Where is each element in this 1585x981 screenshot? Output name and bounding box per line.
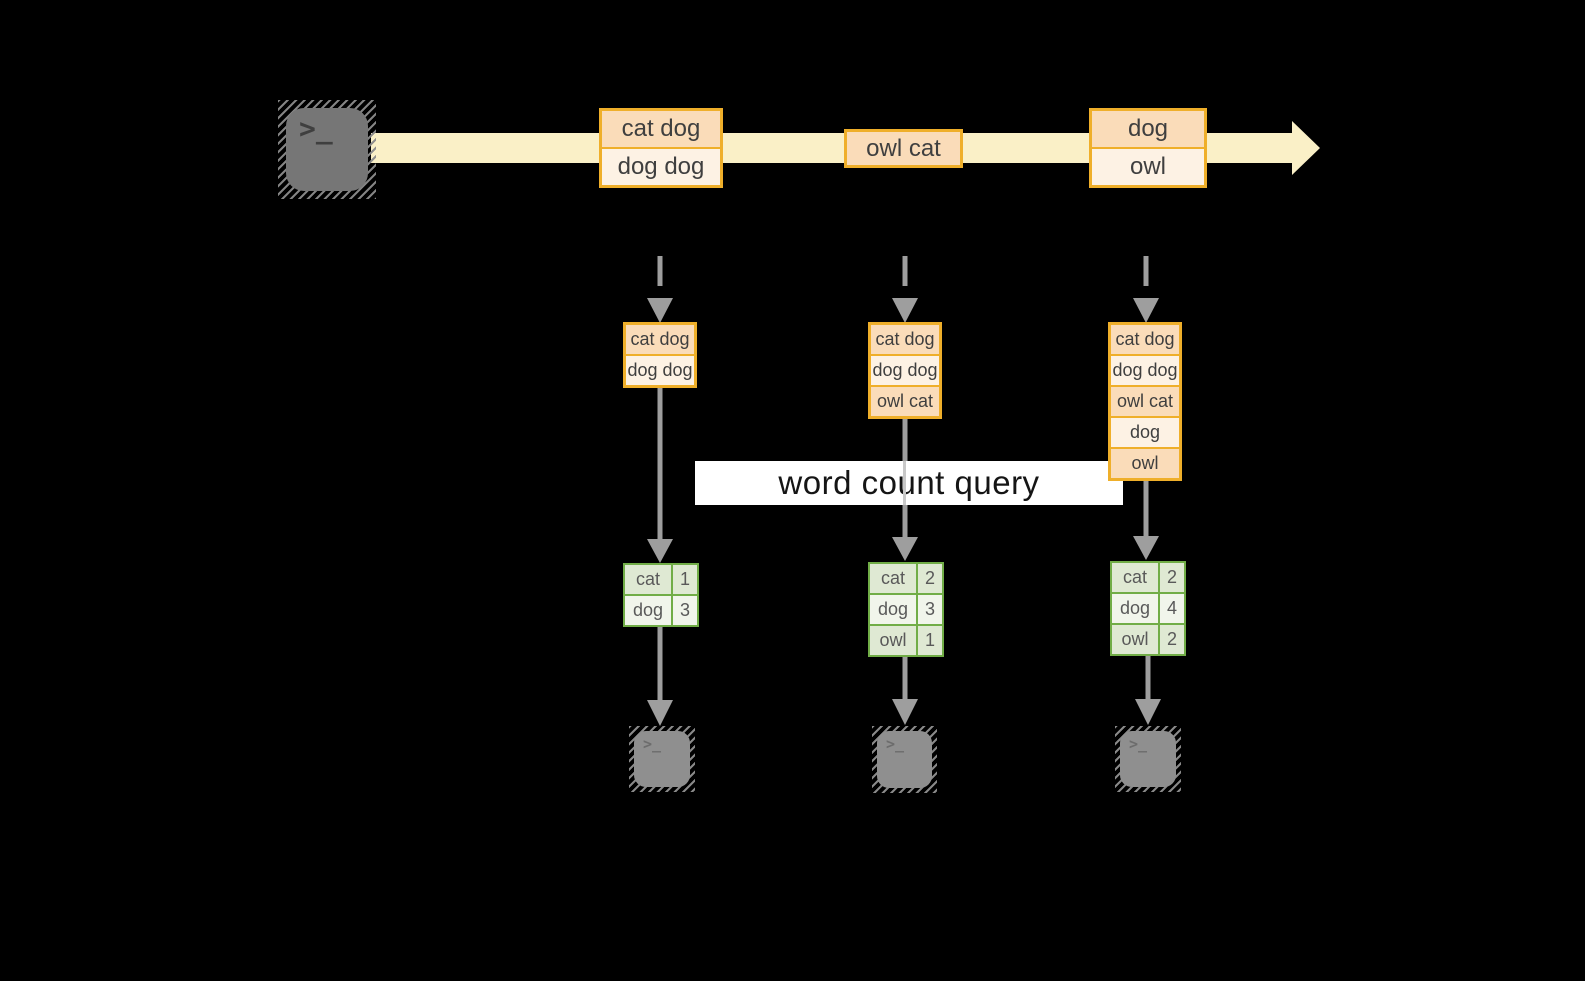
buffer-row: cat dog (1111, 325, 1179, 354)
count-cell: 4 (1160, 594, 1184, 623)
stream-batch-1: cat dog dog dog (599, 108, 723, 188)
count-cell: 2 (1160, 625, 1184, 654)
terminal-sink-icon-3: >_ (1115, 726, 1181, 792)
terminal-sink-body: >_ (877, 731, 932, 788)
query-arrow-3 (1133, 481, 1159, 560)
batch-row: dog (1092, 111, 1204, 147)
count-cell: 1 (918, 626, 942, 655)
terminal-source-body: >_ (286, 108, 368, 191)
word-cell: owl (1112, 625, 1158, 654)
ingest-arrow-3 (1133, 256, 1159, 323)
prompt-glyph: >_ (886, 735, 905, 753)
count-table-1: cat 1 dog 3 (623, 563, 699, 627)
word-cell: cat (870, 564, 916, 593)
buffer-row: dog dog (626, 354, 694, 385)
buffer-row: owl cat (1111, 385, 1179, 416)
word-cell: dog (1112, 594, 1158, 623)
word-cell: owl (870, 626, 916, 655)
word-cell: dog (625, 596, 671, 625)
terminal-sink-icon-2: >_ (872, 726, 937, 793)
output-arrow-1 (647, 627, 673, 726)
ingest-arrow-2 (892, 256, 918, 323)
buffer-row: dog (1111, 416, 1179, 447)
terminal-sink-body: >_ (1120, 731, 1176, 787)
count-cell: 3 (918, 595, 942, 624)
buffer-3: cat dog dog dog owl cat dog owl (1108, 322, 1182, 481)
count-cell: 2 (1160, 563, 1184, 592)
buffer-row: cat dog (871, 325, 939, 354)
batch-row: owl (1092, 147, 1204, 185)
count-table-3: cat 2 dog 4 owl 2 (1110, 561, 1186, 656)
word-cell: dog (870, 595, 916, 624)
word-cell: cat (625, 565, 671, 594)
output-arrow-2 (892, 657, 918, 725)
prompt-glyph: >_ (299, 112, 333, 145)
terminal-source-icon: >_ (278, 100, 376, 199)
query-label-band: word count query (695, 461, 1123, 505)
batch-row: owl cat (847, 132, 960, 165)
batch-row: cat dog (602, 111, 720, 147)
prompt-glyph: >_ (1129, 735, 1148, 753)
word-cell: cat (1112, 563, 1158, 592)
buffer-1: cat dog dog dog (623, 322, 697, 388)
arrow-crossing-line (903, 461, 906, 505)
stream-batch-3: dog owl (1089, 108, 1207, 188)
stream-batch-2: owl cat (844, 129, 963, 168)
buffer-2: cat dog dog dog owl cat (868, 322, 942, 419)
batch-row: dog dog (602, 147, 720, 185)
count-cell: 1 (673, 565, 697, 594)
output-arrow-3 (1135, 656, 1161, 725)
buffer-row: dog dog (1111, 354, 1179, 385)
terminal-sink-body: >_ (634, 731, 690, 787)
count-cell: 2 (918, 564, 942, 593)
query-arrow-1 (647, 388, 673, 563)
buffer-row: dog dog (871, 354, 939, 385)
query-label: word count query (778, 464, 1040, 501)
terminal-sink-icon-1: >_ (629, 726, 695, 792)
prompt-glyph: >_ (643, 735, 662, 753)
count-cell: 3 (673, 596, 697, 625)
count-table-2: cat 2 dog 3 owl 1 (868, 562, 944, 657)
buffer-row: owl cat (871, 385, 939, 416)
buffer-row: cat dog (626, 325, 694, 354)
buffer-row: owl (1111, 447, 1179, 478)
ingest-arrow-1 (647, 256, 673, 323)
